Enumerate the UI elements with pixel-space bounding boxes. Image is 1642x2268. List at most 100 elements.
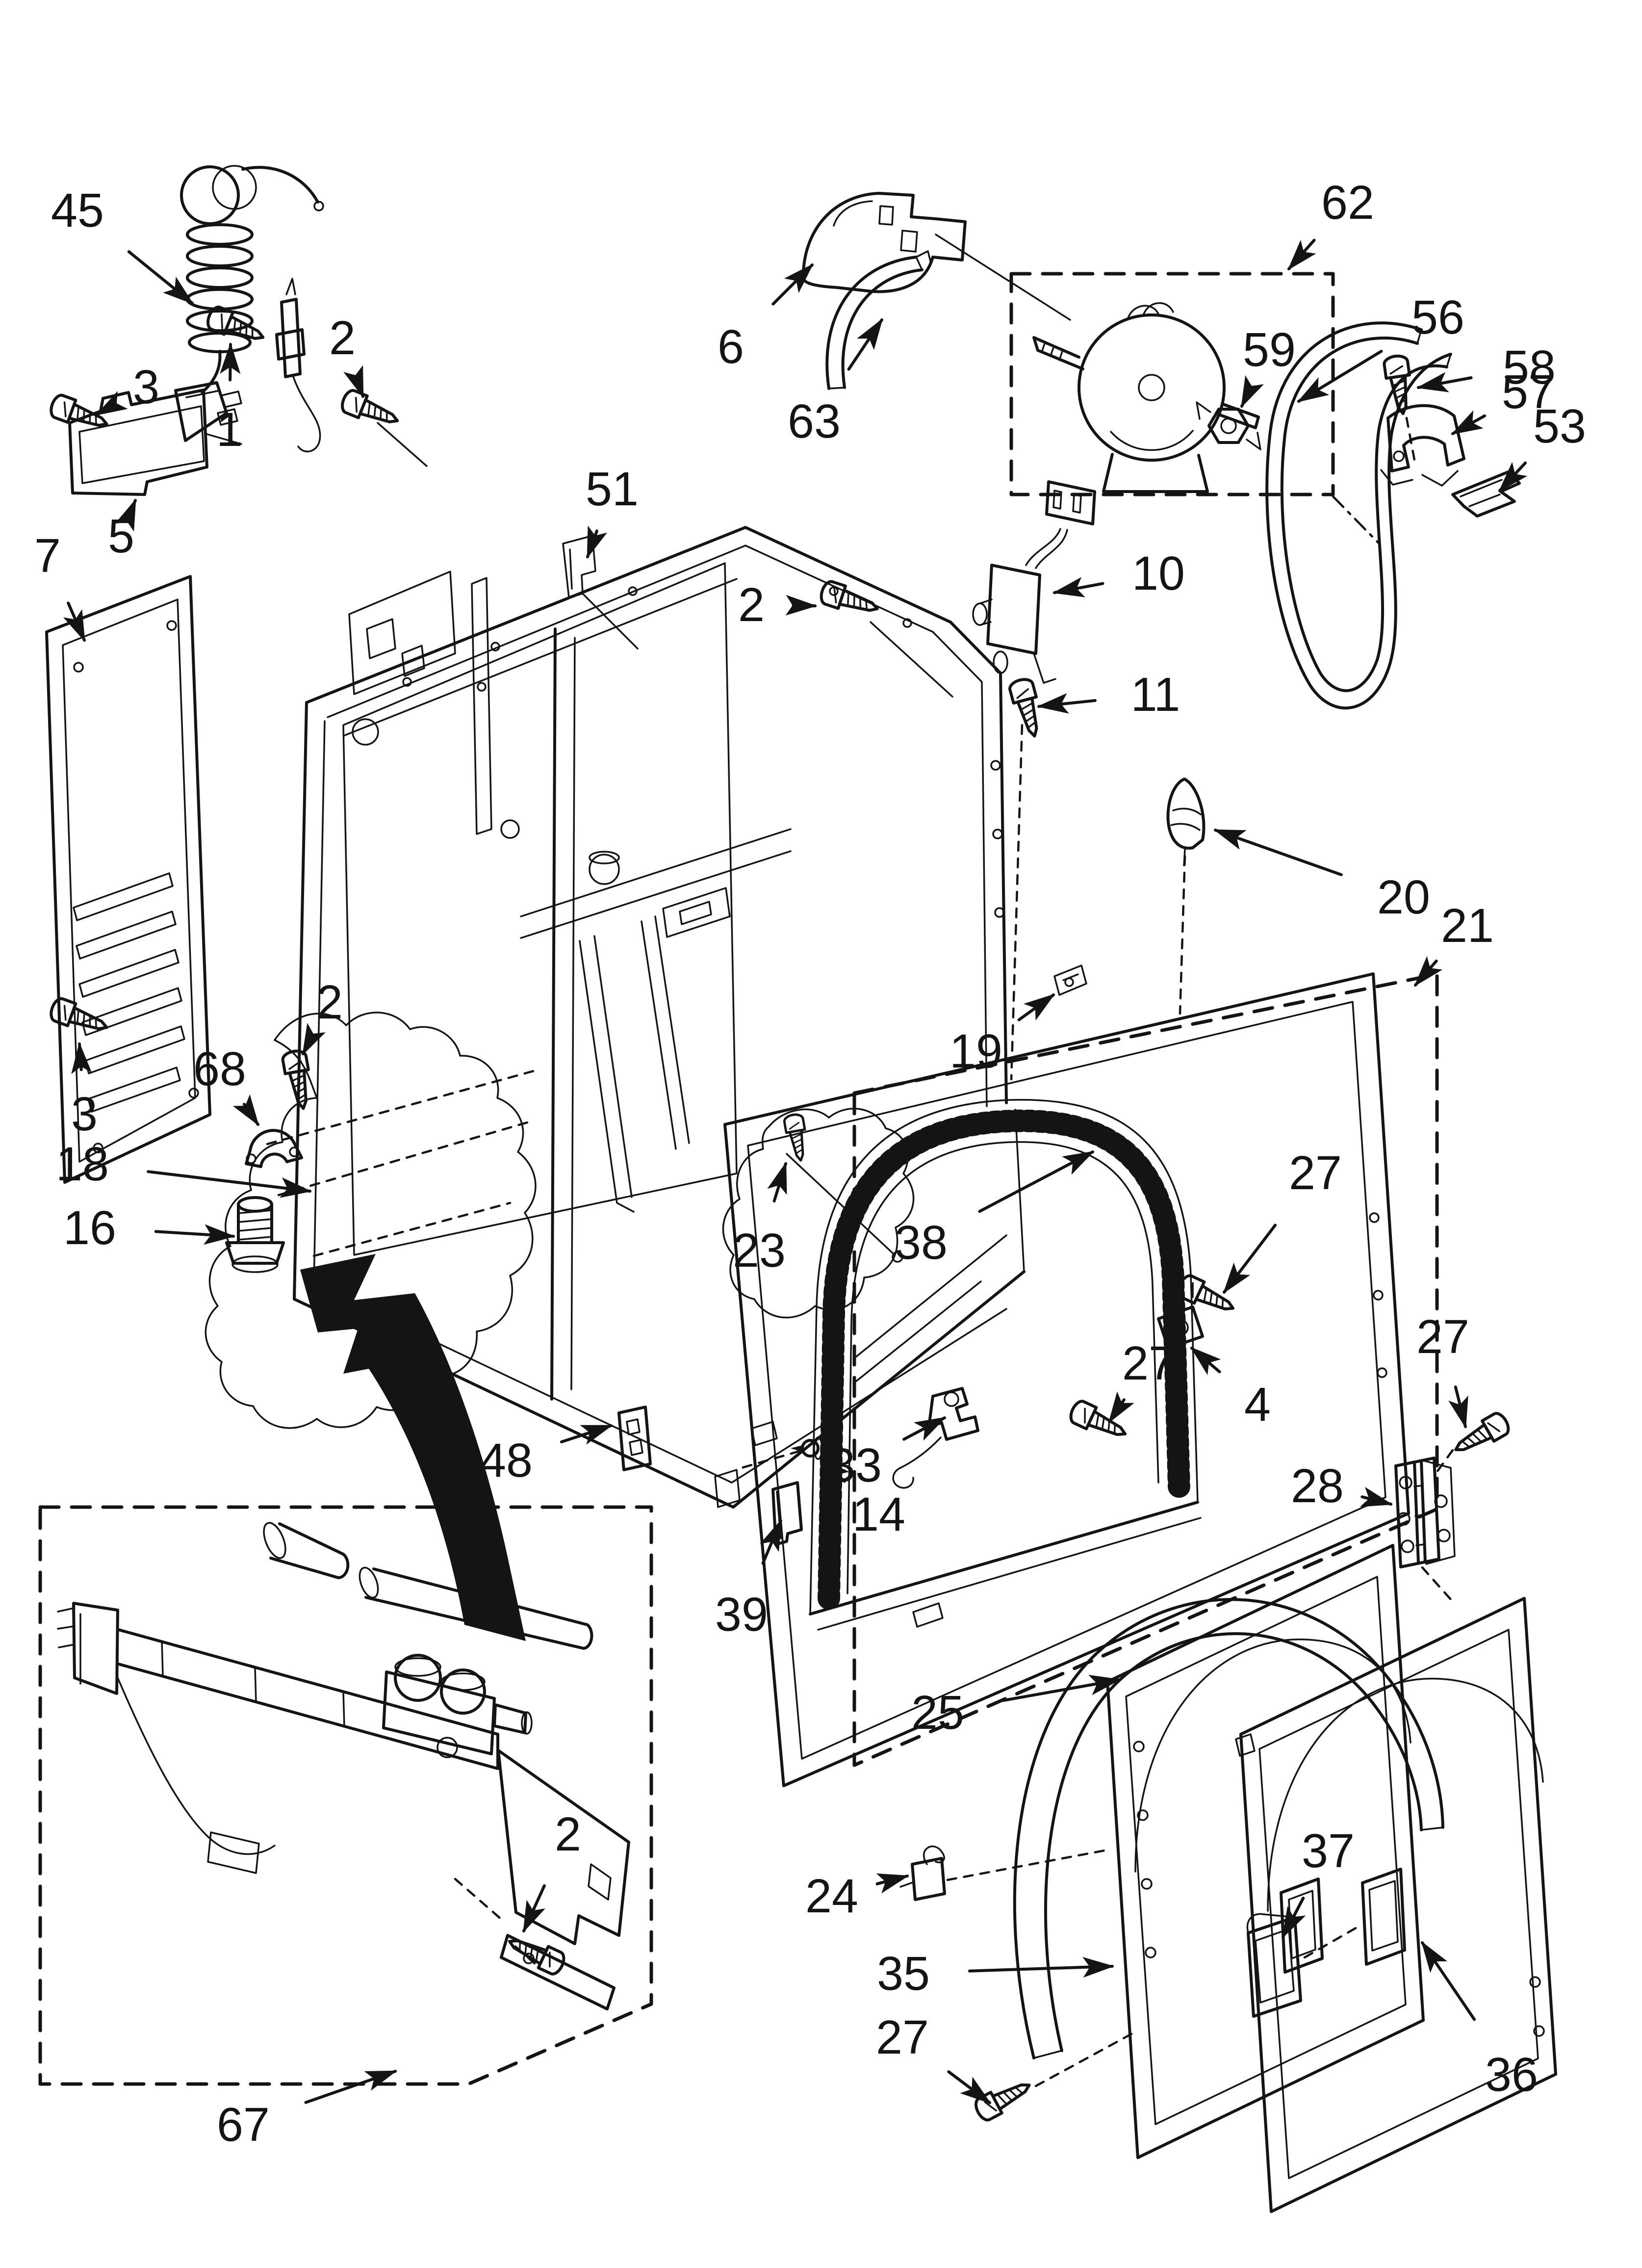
drive-motor-62 <box>1032 302 1260 493</box>
callout-arrow-1 <box>220 342 241 382</box>
callout-arrow-7 <box>63 601 86 642</box>
callout-24: 24 <box>805 1869 858 1923</box>
callout-arrow-33 <box>902 1416 947 1441</box>
callout-14: 14 <box>852 1487 905 1541</box>
callout-arrow-4 <box>1190 1347 1221 1375</box>
callout-arrow-25 <box>1001 1674 1121 1702</box>
dashed-boxes <box>38 272 1439 2086</box>
clip-19 <box>1053 965 1087 996</box>
callout-arrow-27-door <box>947 2070 992 2104</box>
callout-arrow-28 <box>1360 1486 1393 1507</box>
callout-48: 48 <box>480 1434 533 1487</box>
screw-11 <box>1008 677 1046 739</box>
terminal-cover-48 <box>617 1406 652 1471</box>
door-switch-10 <box>972 480 1096 684</box>
callout-23: 23 <box>733 1224 786 1277</box>
thermal-fuse <box>275 278 321 452</box>
leader-shroud-to-motor <box>935 234 1071 321</box>
callout-18: 18 <box>56 1137 109 1191</box>
callout-arrow-56 <box>1297 349 1383 403</box>
callout-19: 19 <box>949 1024 1002 1078</box>
hidden-line-20 <box>1179 855 1186 1015</box>
callout-arrow-24 <box>875 1873 909 1894</box>
callout-62: 62 <box>1321 176 1374 229</box>
callout-2-rail: 2 <box>738 578 765 631</box>
callout-1: 1 <box>216 403 243 456</box>
callout-45: 45 <box>51 183 104 237</box>
callout-arrow-2-rail <box>785 595 817 616</box>
callout-arrow-58 <box>1416 372 1473 392</box>
callout-arrow-36 <box>1421 1941 1476 2021</box>
screw-2-top <box>339 388 402 432</box>
callout-arrow-23 <box>767 1162 787 1203</box>
callout-arrow-27-bracket <box>1108 1391 1134 1424</box>
motor-box-62 <box>1009 272 1335 496</box>
callout-arrow-3-side <box>71 1042 92 1074</box>
clip-4 <box>1157 1305 1204 1350</box>
callout-63: 63 <box>788 394 841 448</box>
callout-2-burner: 2 <box>555 1807 581 1861</box>
callout-51: 51 <box>586 462 639 516</box>
callout-27-hinge: 27 <box>1416 1310 1469 1363</box>
callout-33: 33 <box>829 1438 882 1492</box>
screw-27-door <box>973 2075 1035 2123</box>
inner-door-panel-35 <box>1106 1544 1425 2159</box>
callout-2-clamp: 2 <box>316 975 343 1029</box>
callout-36: 36 <box>1485 2048 1538 2101</box>
callout-11: 11 <box>1131 668 1180 721</box>
callout-arrow-53 <box>1498 461 1528 492</box>
callout-arrow-45 <box>127 250 194 305</box>
clip-39 <box>771 1481 803 1546</box>
belt-clamp-57 <box>1380 404 1465 487</box>
callout-arrow-11 <box>1037 693 1097 714</box>
callout-arrow-63 <box>847 318 883 371</box>
hidden-line-switch <box>1010 724 1024 1081</box>
callout-27-clip: 27 <box>1289 1146 1342 1199</box>
callout-7: 7 <box>34 529 61 582</box>
callout-arrow-10 <box>1052 577 1104 598</box>
callout-arrow-48 <box>560 1424 613 1445</box>
leader-screw-2-top <box>377 422 428 467</box>
callout-38: 38 <box>895 1216 948 1269</box>
callout-20: 20 <box>1377 870 1430 924</box>
callout-59: 59 <box>1243 323 1296 376</box>
callout-58: 58 <box>1503 340 1556 394</box>
callout-arrow-51 <box>586 525 608 559</box>
screw-27-clip <box>1176 1273 1238 1319</box>
hidden-line-door-screw <box>1034 2030 1138 2087</box>
motor-nut-59 <box>1196 401 1261 450</box>
screw-23-group <box>783 1113 903 1263</box>
door-seal-25 <box>1013 1598 1444 2059</box>
leveling-leg-16 <box>225 1196 285 1273</box>
callout-arrow-2-clamp <box>302 1023 326 1056</box>
callout-arrow-59 <box>1240 375 1264 408</box>
callout-arrow-20 <box>1213 829 1343 876</box>
callout-25: 25 <box>911 1686 964 1739</box>
callout-21: 21 <box>1441 899 1494 952</box>
felt-seal-63 <box>825 250 932 390</box>
callout-37: 37 <box>1302 1824 1355 1877</box>
outer-door-panel-36 <box>1239 1597 1557 2213</box>
callout-arrow-2-burner <box>522 1884 546 1933</box>
callout-arrow-35 <box>968 1956 1114 1978</box>
callout-arrow-6 <box>771 263 814 306</box>
callout-arrow-19 <box>1017 993 1055 1021</box>
callout-arrow-5 <box>115 498 137 532</box>
ground-strap-clamp-68 <box>245 1129 303 1168</box>
leader-screw-2-rail <box>870 621 953 698</box>
callout-3-side: 3 <box>71 1087 98 1141</box>
callout-arrow-68 <box>232 1094 259 1126</box>
callout-6: 6 <box>718 320 744 373</box>
cone-grommet-20 <box>1166 778 1206 866</box>
callout-arrow-16 <box>154 1224 235 1245</box>
callout-labels: 4531257516636259565857532101120192126831… <box>34 176 1586 2151</box>
callout-16: 16 <box>63 1201 116 1254</box>
callout-arrow-21 <box>1414 956 1443 987</box>
front-panel-box-21 <box>852 972 1439 1767</box>
callout-arrow-37 <box>1282 1897 1306 1939</box>
hidden-line-burner-screw <box>454 1877 536 1965</box>
hidden-line-hinge <box>1436 1449 1454 1473</box>
callout-56: 56 <box>1411 290 1464 344</box>
